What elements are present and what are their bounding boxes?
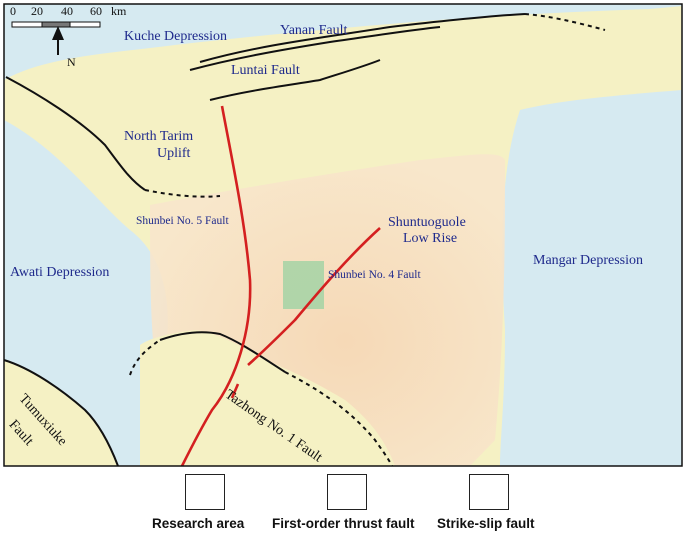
label-shunbei-5: Shunbei No. 5 Fault [136,215,229,227]
scale-bar [11,21,101,28]
label-shunbei-4: Shunbei No. 4 Fault [328,269,421,281]
label-uplift: Uplift [157,146,191,161]
label-low-rise: Low Rise [403,231,458,246]
scale-unit: km [111,4,127,18]
north-tarim-west-fault [5,76,146,191]
scale-tick-0: 0 [10,4,16,18]
legend-strike-slip-box [469,474,509,510]
label-shuntuoguole: Shuntuoguole [388,215,466,230]
legend-research-box [185,474,225,510]
shunbei-4-fault [247,227,381,366]
legend-research-label: Research area [152,516,245,531]
tazhong-uplift [140,330,395,466]
scale-tick-60: 60 [90,4,102,18]
scale-tick-20: 20 [31,4,43,18]
map-frame [3,3,683,467]
label-awati-depression: Awati Depression [10,265,110,280]
luntai-fault-south [209,59,381,101]
tazhong-fault [159,331,286,373]
research-area [283,261,324,309]
shunbei-4-fault-south [230,383,240,399]
label-luntai-fault: Luntai Fault [231,63,300,78]
label-yanan-fault: Yanan Fault [280,23,348,38]
legend-thrust-label: First-order thrust fault [272,516,415,531]
tumuxiuke-uplift [4,360,118,466]
strike-slip-faults [180,105,381,467]
luntai-fault [189,26,441,71]
thrust-faults [3,13,606,467]
tumuxiuke-fault [3,359,119,467]
yanan-fault [199,13,526,63]
shunbei-5-fault [180,105,252,467]
legend-strike-slip-label: Strike-slip fault [437,516,535,531]
label-mangar-depression: Mangar Depression [533,253,644,268]
legend-thrust-box [327,474,367,510]
label-kuche-depression: Kuche Depression [124,29,228,44]
label-north-tarim: North Tarim [124,129,194,144]
north-label: N [67,55,76,69]
tazhong-fault-dashed-west [129,339,161,376]
north-arrow [52,26,64,55]
scale-tick-40: 40 [61,4,73,18]
yanan-fault-dashed [524,13,606,31]
